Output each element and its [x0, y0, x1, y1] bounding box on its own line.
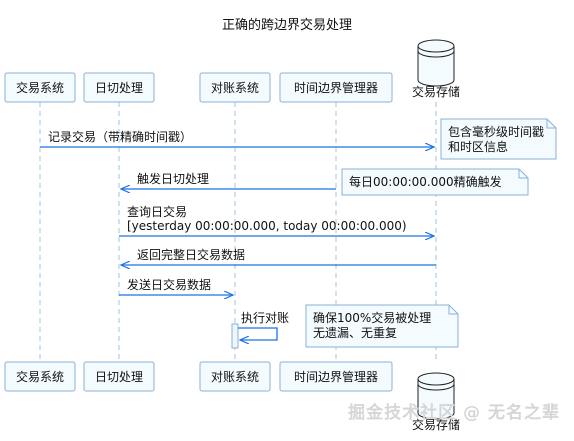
message-label-5: 执行对账	[241, 311, 289, 325]
note-fold-0	[546, 119, 556, 129]
message-label-0-0: 记录交易（带精确时间戳）	[48, 129, 192, 144]
participant-label-top-store: 交易存储	[412, 84, 460, 99]
activation-bar	[231, 323, 239, 349]
participant-label-top-eod: 日切处理	[95, 81, 143, 95]
database-icon-top	[417, 372, 455, 386]
participant-box-bottom-eod	[83, 361, 155, 392]
participant-label-top-trade: 交易系统	[16, 80, 64, 95]
participant-box-top-eod	[83, 72, 155, 103]
participant-box-top-time	[279, 72, 393, 103]
message-label-2-0: 查询日交易	[127, 204, 187, 219]
note-text-1-0: 每日00:00:00.000精确触发	[349, 174, 502, 189]
watermark: 掘金技术社区 @ 无名之辈	[348, 403, 560, 423]
participant-label-top-time: 时间边界管理器	[294, 80, 378, 95]
note-box-1	[341, 168, 529, 196]
note-text-0-0: 包含毫秒级时间戳	[448, 124, 544, 139]
message-arrow-self	[238, 327, 278, 340]
message-label-4-0: 发送日交易数据	[127, 277, 211, 292]
message-label-1-0: 触发日切处理	[137, 171, 209, 186]
participant-label-bottom-time: 时间边界管理器	[294, 369, 378, 384]
database-icon-ring	[417, 50, 455, 58]
note-text-2-1: 无遗漏、无重复	[313, 326, 397, 340]
participant-label-bottom-store: 交易存储	[412, 417, 460, 432]
note-fold-2	[448, 305, 458, 315]
diagram-title: 正确的跨边界交易处理	[221, 18, 352, 33]
participant-box-bottom-time	[279, 361, 393, 392]
note-box-0	[440, 118, 557, 160]
note-text-0-1: 和时区信息	[448, 139, 508, 154]
participant-label-top-recon: 对账系统	[211, 81, 259, 95]
participant-box-bottom-trade	[4, 361, 76, 392]
message-label-3-0: 返回完整日交易数据	[137, 247, 245, 262]
participant-label-bottom-recon: 对账系统	[211, 370, 259, 384]
message-label-2-1: [yesterday 00:00:00.000, today 00:00:00.…	[127, 219, 407, 233]
note-text-2-0: 确保100%交易被处理	[313, 310, 431, 325]
participant-box-top-recon	[199, 72, 271, 103]
participant-box-top-trade	[4, 72, 76, 103]
participant-label-bottom-eod: 日切处理	[95, 370, 143, 384]
participant-label-bottom-trade: 交易系统	[16, 369, 64, 384]
database-icon-top	[417, 39, 455, 53]
note-fold-1	[518, 169, 528, 179]
note-box-2	[305, 304, 459, 348]
participant-box-bottom-recon	[199, 361, 271, 392]
database-icon-ring	[417, 383, 455, 391]
